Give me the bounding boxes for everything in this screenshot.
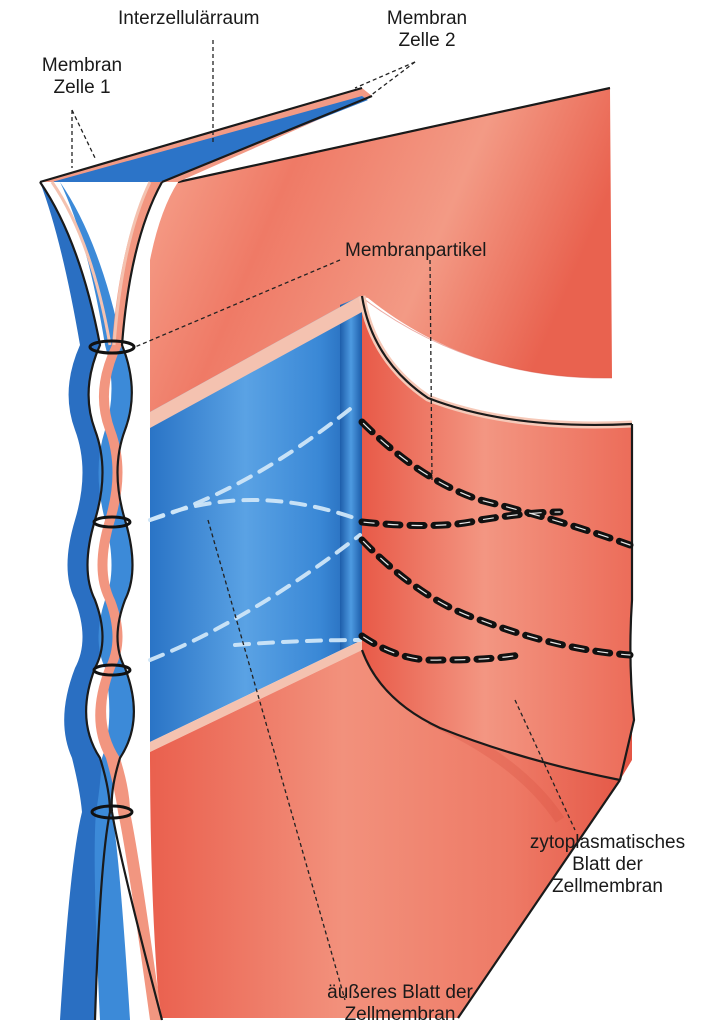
label-line: Membran [22, 55, 142, 77]
label-zytoplasmatisches-blatt: zytoplasmatisches Blatt der Zellmembran [495, 832, 720, 898]
label-membranpartikel: Membranpartikel [345, 240, 487, 262]
label-line: zytoplasmatisches [495, 832, 720, 854]
label-line: Membran [372, 8, 482, 30]
label-line: Blatt der [495, 854, 720, 876]
label-ausseres-blatt: äußeres Blatt der Zellmembran [295, 982, 505, 1026]
label-interzellularraum: Interzellulärraum [118, 8, 260, 30]
label-line: Zelle 2 [372, 30, 482, 52]
label-line: Zelle 1 [22, 77, 142, 99]
label-membran-zelle2: Membran Zelle 2 [372, 8, 482, 52]
label-membran-zelle1: Membran Zelle 1 [22, 55, 142, 99]
label-line: Zellmembran [295, 1004, 505, 1026]
label-line: Zellmembran [495, 876, 720, 898]
label-line: äußeres Blatt der [295, 982, 505, 1004]
